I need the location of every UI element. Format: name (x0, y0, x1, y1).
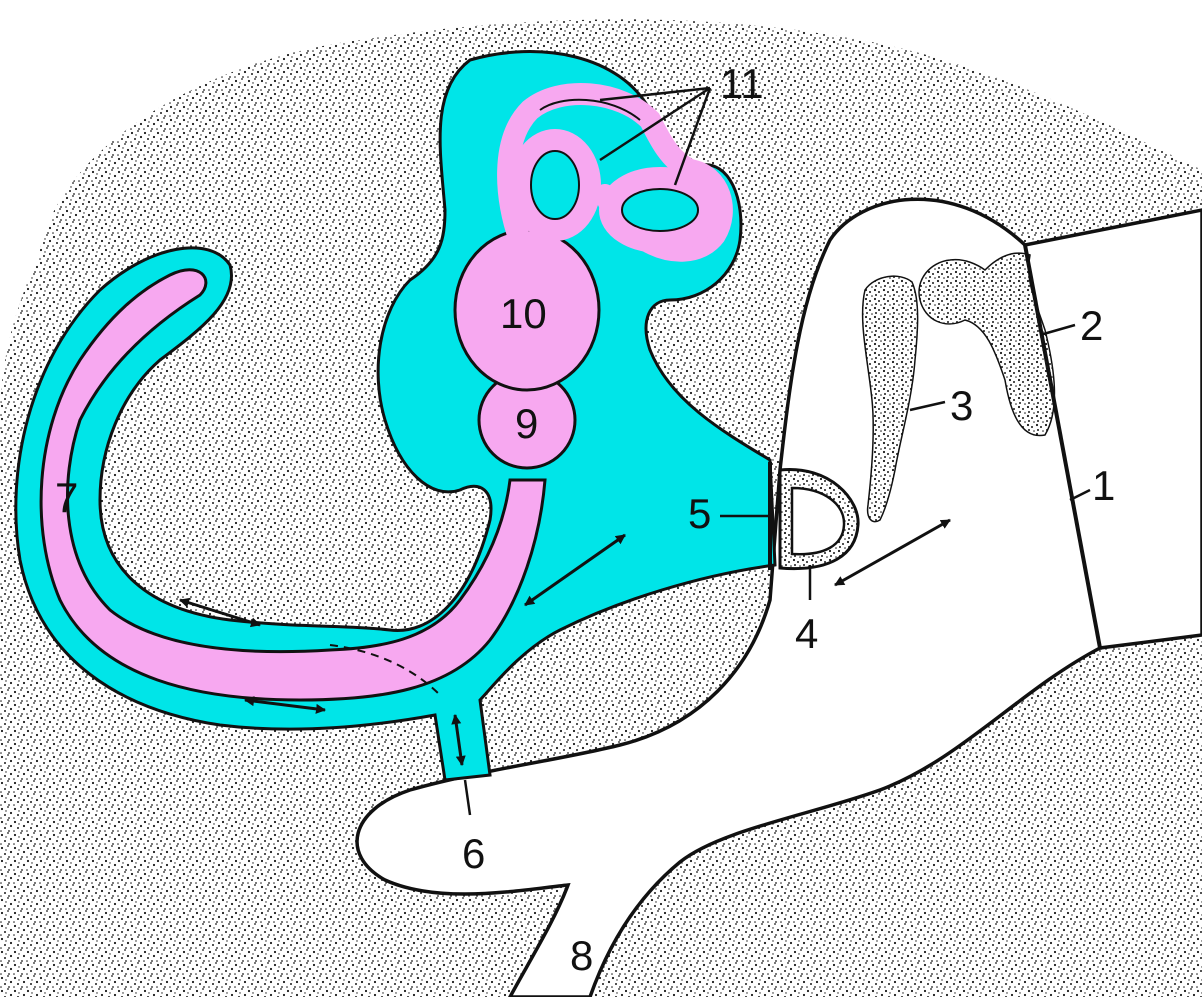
label-7: 7 (55, 474, 78, 521)
label-1: 1 (1092, 462, 1115, 509)
label-8: 8 (570, 932, 593, 979)
label-10: 10 (500, 290, 547, 337)
label-5: 5 (688, 490, 711, 537)
label-11: 11 (720, 60, 764, 107)
label-4: 4 (795, 610, 818, 657)
label-3: 3 (950, 382, 973, 429)
label-6: 6 (462, 830, 485, 877)
label-2: 2 (1080, 302, 1103, 349)
label-9: 9 (515, 400, 538, 447)
